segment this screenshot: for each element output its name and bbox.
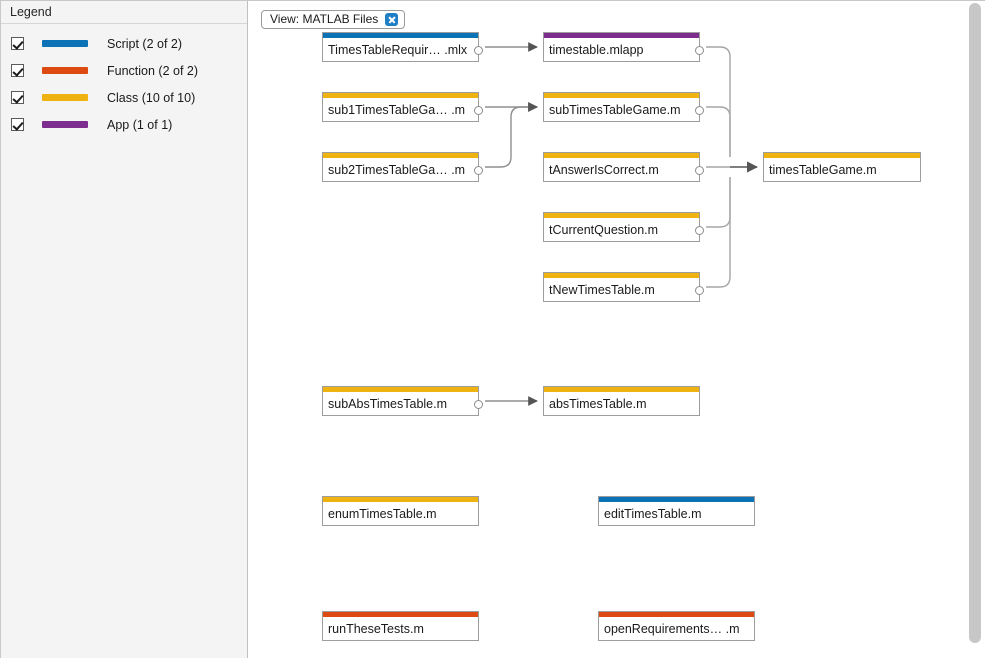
- node-label: runTheseTests.m: [328, 621, 424, 636]
- node-type-bar-class: [544, 93, 699, 98]
- node-output-port[interactable]: [474, 106, 483, 115]
- graph-node-timestableApp[interactable]: timestable.mlapp: [543, 32, 704, 62]
- legend-color-swatch-function: [42, 67, 88, 74]
- node-label: sub2TimesTableGa… .m: [328, 162, 466, 177]
- legend-item-script[interactable]: Script (2 of 2): [1, 30, 247, 57]
- node-label: enumTimesTable.m: [328, 506, 437, 521]
- legend-label-function: Function (2 of 2): [107, 63, 199, 78]
- node-type-bar-class: [764, 153, 920, 158]
- dependency-edges: [485, 42, 759, 406]
- node-output-port[interactable]: [695, 286, 704, 295]
- graph-node-tAnswerIsCorrect[interactable]: tAnswerIsCorrect.m: [543, 152, 704, 182]
- graph-node-subTimesTableGame[interactable]: subTimesTableGame.m: [543, 92, 704, 122]
- legend-list: Script (2 of 2) Function (2 of 2) Class …: [1, 24, 247, 138]
- node-output-port[interactable]: [474, 400, 483, 409]
- graph-node-editTimesTable[interactable]: editTimesTable.m: [598, 496, 755, 526]
- graph-node-runTheseTests[interactable]: runTheseTests.m: [322, 611, 479, 641]
- node-label: tNewTimesTable.m: [549, 282, 655, 297]
- node-type-bar-class: [544, 273, 699, 278]
- node-type-bar-function: [599, 612, 754, 617]
- graph-node-tCurrentQuestion[interactable]: tCurrentQuestion.m: [543, 212, 704, 242]
- node-label: TimesTableRequir… .mlx: [328, 42, 468, 57]
- node-type-bar-class: [323, 153, 478, 158]
- node-type-bar-class: [544, 387, 699, 392]
- node-label: timesTableGame.m: [769, 162, 877, 177]
- node-type-bar-class: [544, 213, 699, 218]
- legend-color-swatch-script: [42, 40, 88, 47]
- legend-checkbox-class[interactable]: [11, 91, 24, 104]
- node-label: tCurrentQuestion.m: [549, 222, 659, 237]
- node-output-port[interactable]: [474, 46, 483, 55]
- graph-node-sub1TimesTableGame[interactable]: sub1TimesTableGa… .m: [322, 92, 483, 122]
- node-output-port[interactable]: [695, 226, 704, 235]
- graph-node-enumTimesTable[interactable]: enumTimesTable.m: [322, 496, 479, 526]
- node-label: absTimesTable.m: [549, 396, 647, 411]
- legend-label-app: App (1 of 1): [107, 117, 173, 132]
- legend-label-class: Class (10 of 10): [107, 90, 196, 105]
- legend-item-class[interactable]: Class (10 of 10): [1, 84, 247, 111]
- node-output-port[interactable]: [695, 106, 704, 115]
- node-type-bar-class: [323, 93, 478, 98]
- node-output-port[interactable]: [695, 46, 704, 55]
- legend-title: Legend: [1, 1, 247, 24]
- legend-item-function[interactable]: Function (2 of 2): [1, 57, 247, 84]
- node-label: timestable.mlapp: [549, 42, 644, 57]
- node-output-port[interactable]: [474, 166, 483, 175]
- legend-checkbox-function[interactable]: [11, 64, 24, 77]
- graph-node-timesTableGame[interactable]: timesTableGame.m: [763, 152, 921, 182]
- node-type-bar-class: [323, 497, 478, 502]
- node-label: subTimesTableGame.m: [549, 102, 681, 117]
- dependency-graph-canvas[interactable]: View: MATLAB Files: [249, 1, 985, 658]
- legend-color-swatch-class: [42, 94, 88, 101]
- node-type-bar-script: [599, 497, 754, 502]
- graph-node-absTimesTable[interactable]: absTimesTable.m: [543, 386, 700, 416]
- vertical-scrollbar-thumb[interactable]: [969, 3, 981, 643]
- legend-panel: Legend Script (2 of 2) Function (2 of 2)…: [1, 1, 248, 658]
- close-circle-icon[interactable]: [385, 13, 399, 26]
- graph-node-timesTableRequirements[interactable]: TimesTableRequir… .mlx: [322, 32, 483, 62]
- graph-node-sub2TimesTableGame[interactable]: sub2TimesTableGa… .m: [322, 152, 483, 182]
- legend-label-script: Script (2 of 2): [107, 36, 183, 51]
- node-type-bar-script: [323, 33, 478, 38]
- view-filter-chip[interactable]: View: MATLAB Files: [261, 10, 406, 29]
- node-type-bar-class: [323, 387, 478, 392]
- node-type-bar-function: [323, 612, 478, 617]
- graph-node-openRequirements[interactable]: openRequirements… .m: [598, 611, 755, 641]
- legend-checkbox-script[interactable]: [11, 37, 24, 50]
- view-filter-label: View: MATLAB Files: [270, 12, 379, 26]
- node-type-bar-app: [544, 33, 699, 38]
- graph-node-tNewTimesTable[interactable]: tNewTimesTable.m: [543, 272, 704, 302]
- node-label: subAbsTimesTable.m: [328, 396, 448, 411]
- legend-item-app[interactable]: App (1 of 1): [1, 111, 247, 138]
- legend-color-swatch-app: [42, 121, 88, 128]
- node-label: openRequirements… .m: [604, 621, 740, 636]
- node-type-bar-class: [544, 153, 699, 158]
- node-output-port[interactable]: [695, 166, 704, 175]
- vertical-scrollbar[interactable]: [964, 1, 985, 658]
- graph-node-subAbsTimesTable[interactable]: subAbsTimesTable.m: [322, 386, 483, 416]
- node-label: editTimesTable.m: [604, 506, 702, 521]
- legend-checkbox-app[interactable]: [11, 118, 24, 131]
- node-label: sub1TimesTableGa… .m: [328, 102, 466, 117]
- node-label: tAnswerIsCorrect.m: [549, 162, 659, 177]
